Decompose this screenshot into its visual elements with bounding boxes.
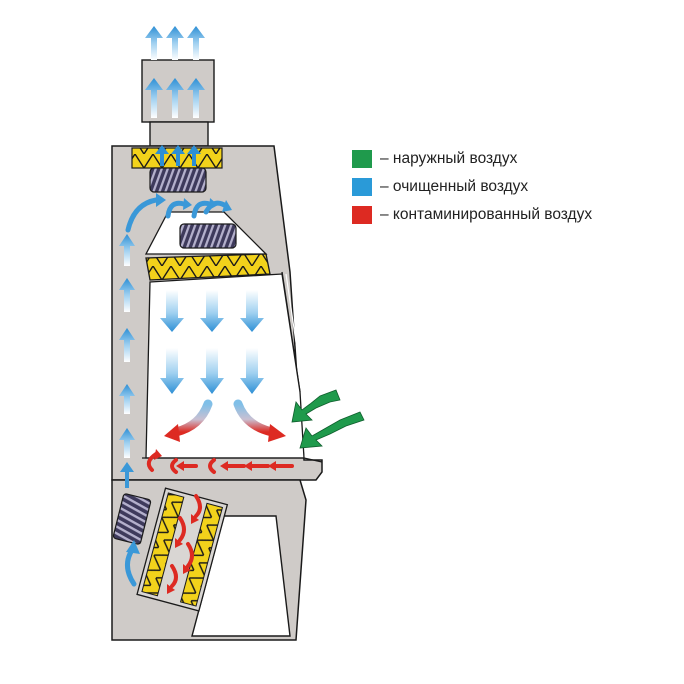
legend-item-outside-air: – наружный воздух — [352, 150, 592, 168]
contaminated-flow-arrows — [146, 452, 294, 474]
legend-item-contaminated-air: – контаминированный воздух — [352, 206, 592, 224]
supply-fan-icon — [179, 223, 237, 249]
exhaust-arrows-top — [145, 26, 205, 118]
rear-to-exhaust-arrow — [125, 197, 159, 233]
legend: – наружный воздух – очищенный воздух – к… — [352, 150, 592, 234]
work-surface — [142, 457, 323, 463]
legend-swatch-green — [352, 150, 372, 168]
supply-hepa-filter — [145, 253, 271, 281]
split-arrow-left-head — [164, 424, 180, 442]
split-arrow-right — [233, 399, 277, 437]
filter-red-heads — [167, 514, 199, 594]
legend-item-clean-air: – очищенный воздух — [352, 178, 592, 196]
lower-return-arrow — [125, 547, 137, 587]
rear-to-exhaust-arrow-head — [156, 193, 166, 207]
outside-air-arrow-bottom — [299, 411, 365, 449]
work-area — [145, 273, 305, 459]
lower-fan-icon — [112, 493, 152, 545]
outside-air-arrow-top — [291, 389, 341, 423]
lower-return-arrow-head — [126, 540, 140, 554]
exhaust-filter-arrows — [155, 145, 201, 166]
exhaust-duct-collar — [149, 121, 209, 147]
downflow-arrows — [160, 290, 264, 394]
contaminated-flow-heads — [154, 449, 276, 471]
split-arrow-left — [171, 399, 213, 437]
front-sash-glass — [285, 273, 304, 391]
filter-red-arrows — [170, 494, 202, 588]
lower-hepa-filter — [141, 492, 185, 597]
rear-duct-arrows — [119, 234, 135, 458]
split-arrow-right-head — [268, 424, 286, 442]
legend-label: – наружный воздух — [380, 150, 518, 167]
exhaust-fan-icon — [149, 167, 207, 193]
lower-rise-arrow — [120, 462, 134, 488]
legend-swatch-blue — [352, 178, 372, 196]
plenum-curl-heads — [183, 198, 232, 212]
legend-label: – контаминированный воздух — [380, 206, 593, 223]
legend-swatch-red — [352, 206, 372, 224]
legend-label: – очищенный воздух — [380, 178, 529, 195]
